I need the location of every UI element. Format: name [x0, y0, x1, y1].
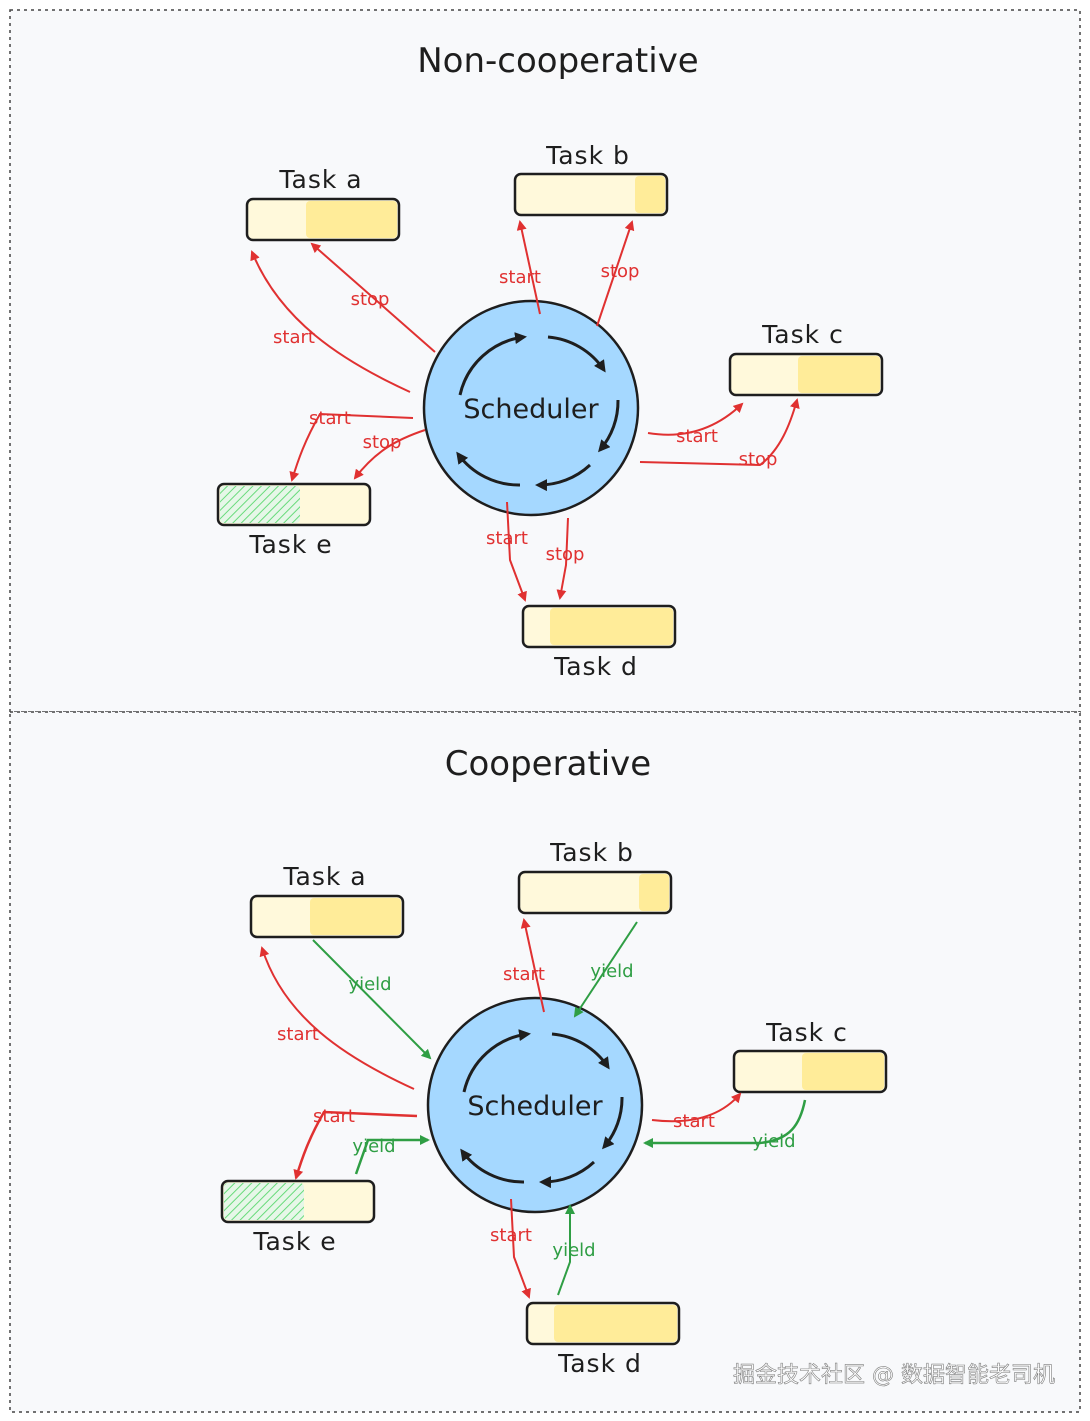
cycle-arrow-icon	[598, 399, 620, 453]
task-label: Task e	[252, 1227, 336, 1256]
scheduler-label: Scheduler	[467, 1091, 603, 1122]
scheduler-node: Scheduler	[422, 299, 640, 517]
cycle-arrow-icon	[547, 335, 606, 373]
edge-label: stop	[739, 449, 778, 470]
edge-label: start	[673, 1111, 715, 1132]
cycle-arrow-icon	[458, 332, 527, 396]
task-d: Task d	[525, 1301, 681, 1378]
task-c: Task c	[728, 320, 884, 397]
start-arrow	[506, 501, 527, 602]
cycle-arrow-icon	[460, 1148, 525, 1184]
task-label: Task d	[553, 652, 638, 681]
edge-label: start	[277, 1024, 319, 1045]
task-label: Task c	[765, 1018, 848, 1047]
edge-label: yield	[752, 1131, 795, 1152]
task-label: Task e	[248, 530, 332, 559]
edge-label: start	[676, 426, 718, 447]
yield-arrow	[573, 921, 638, 1018]
panel-title: Cooperative	[445, 744, 651, 784]
cycle-arrow-icon	[551, 1032, 610, 1070]
edge-label: yield	[552, 1240, 595, 1261]
edge-label: stop	[363, 432, 402, 453]
edges: start stop start stop start stop start s…	[250, 220, 800, 602]
task-e: Task e	[216, 482, 372, 559]
panel-title: Non-cooperative	[417, 41, 698, 81]
start-arrow	[250, 250, 411, 393]
task-a: Task a	[249, 862, 405, 939]
task-e: Task e	[220, 1179, 376, 1256]
edge-label: start	[309, 408, 351, 429]
start-arrow	[647, 402, 744, 436]
cycle-arrow-icon	[462, 1029, 531, 1093]
scheduler-label: Scheduler	[463, 394, 599, 425]
task-label: Task b	[549, 838, 634, 867]
start-arrow	[259, 946, 415, 1090]
cycle-arrow-icon	[539, 1160, 596, 1189]
task-label: Task d	[557, 1349, 642, 1378]
task-label: Task a	[278, 165, 362, 194]
edge-label: stop	[351, 289, 390, 310]
cycle-arrow-icon	[602, 1096, 624, 1150]
edge-label: start	[313, 1106, 355, 1127]
task-label: Task b	[545, 141, 630, 170]
task-d: Task d	[521, 604, 677, 681]
stop-arrow	[310, 242, 436, 353]
edge-label: stop	[601, 261, 640, 282]
yield-arrow	[354, 1135, 430, 1175]
edge-label: start	[490, 1225, 532, 1246]
task-a: Task a	[245, 165, 401, 242]
task-label: Task a	[282, 862, 366, 891]
yield-arrow	[643, 1099, 807, 1148]
scheduler-node: Scheduler	[426, 996, 644, 1214]
edge-label: stop	[546, 544, 585, 565]
edge-label: start	[499, 267, 541, 288]
stop-arrow	[556, 517, 569, 600]
task-b: Task b	[513, 141, 669, 217]
stop-arrow	[353, 429, 426, 480]
start-arrow	[293, 1110, 418, 1180]
edge-label: yield	[590, 961, 633, 982]
edge-label: yield	[352, 1136, 395, 1157]
cycle-arrow-icon	[535, 463, 592, 492]
panel-cooperative: Cooperative Scheduler Task a Task b Task…	[9, 711, 1081, 1413]
watermark-text: 掘金技术社区 @ 数据智能老司机	[733, 1363, 1055, 1388]
start-arrow	[516, 220, 541, 315]
task-label: Task c	[761, 320, 844, 349]
edge-label: yield	[348, 974, 391, 995]
edge-label: start	[486, 528, 528, 549]
cycle-arrow-icon	[456, 451, 521, 487]
stop-arrow	[596, 220, 635, 327]
yield-arrow	[557, 1204, 575, 1296]
edges: start yield start yield start yield star…	[259, 918, 807, 1299]
edge-label: start	[503, 964, 545, 985]
yield-arrow	[312, 939, 432, 1060]
start-arrow	[651, 1092, 742, 1123]
stop-arrow	[639, 398, 800, 467]
task-b: Task b	[517, 838, 673, 915]
start-arrow	[510, 1198, 531, 1299]
edge-label: start	[273, 327, 315, 348]
task-c: Task c	[732, 1018, 888, 1094]
start-arrow	[289, 412, 414, 482]
panel-non-cooperative: Non-cooperative Scheduler Task a Task b …	[9, 9, 1081, 713]
start-arrow	[520, 918, 545, 1013]
